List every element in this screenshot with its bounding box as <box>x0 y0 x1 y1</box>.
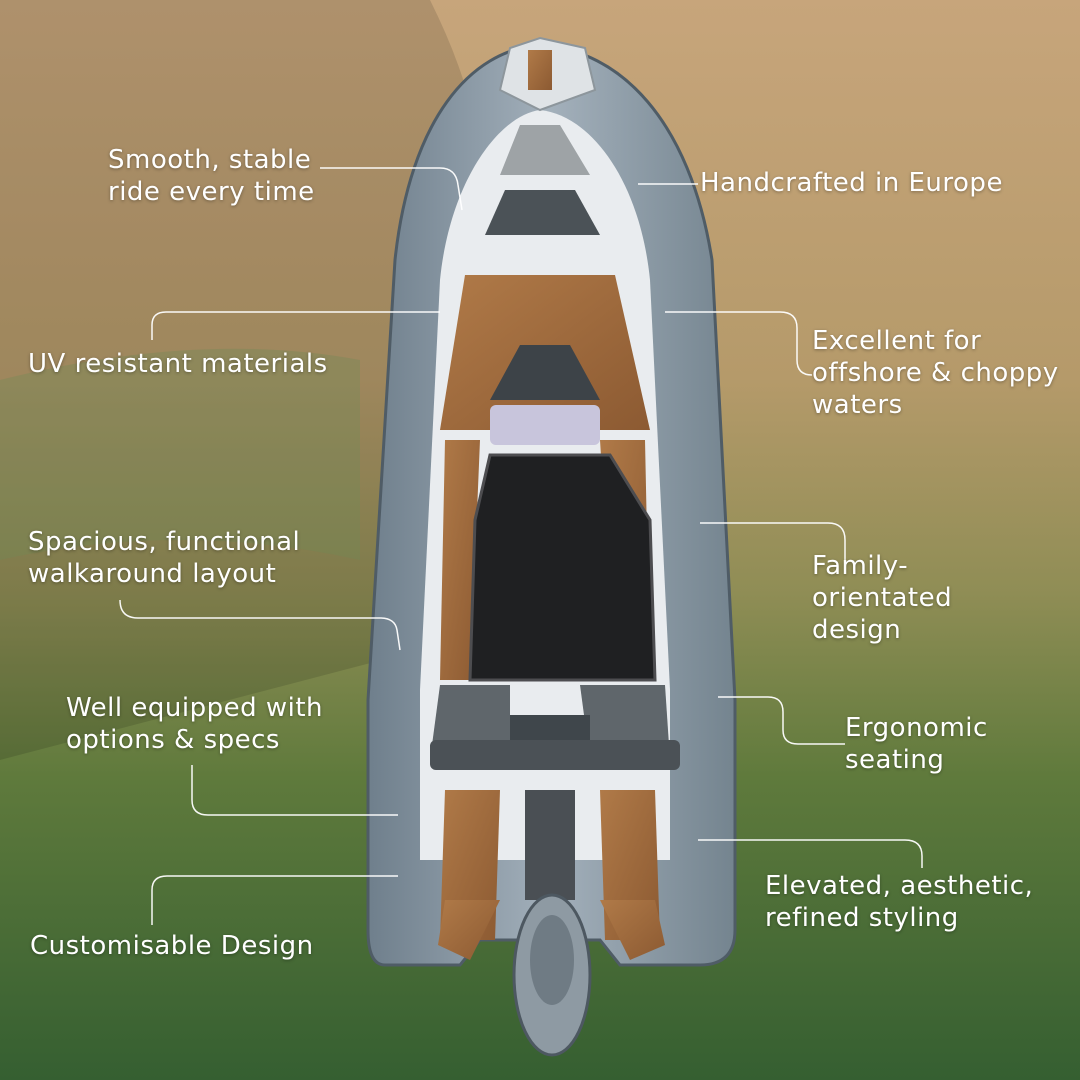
callout-handcrafted-line1: Handcrafted in Europe <box>700 168 1003 198</box>
leader-seating <box>718 696 845 745</box>
leader-ride <box>320 167 463 211</box>
sunbed-pad <box>468 453 657 682</box>
console-glass <box>490 405 600 445</box>
callout-styling-line1: Elevated, aesthetic, <box>765 871 1034 901</box>
callout-family-line1: Family- <box>812 551 909 581</box>
callout-handcrafted: Handcrafted in Europe <box>700 167 1003 199</box>
leader-equipped <box>191 765 398 816</box>
motor-mount <box>525 790 575 900</box>
callout-equipped-line2: options & specs <box>66 725 280 755</box>
callout-family-line3: design <box>812 615 902 645</box>
callout-smooth-ride-line2: ride every time <box>108 177 315 207</box>
outboard-cap <box>530 915 574 1005</box>
bow-teak-pad <box>528 50 552 90</box>
shadow-area <box>0 0 480 760</box>
callout-layout-line2: walkaround layout <box>28 559 277 589</box>
callout-layout-line1: Spacious, functional <box>28 527 301 557</box>
callout-smooth-ride: Smooth, stable ride every time <box>108 144 315 208</box>
teak-step-left <box>438 900 500 960</box>
callout-family: Family- orientated design <box>812 550 952 646</box>
callout-family-line2: orientated <box>812 583 953 613</box>
console <box>490 345 600 400</box>
leader-styling <box>698 839 923 868</box>
water-edge <box>0 348 360 560</box>
callout-seating-line1: Ergonomic <box>845 713 988 743</box>
leader-custom <box>151 875 398 925</box>
callout-custom: Customisable Design <box>30 930 314 962</box>
teak-deck-left <box>440 440 480 680</box>
callout-offshore: Excellent for offshore & choppy waters <box>812 325 1059 421</box>
callout-layout: Spacious, functional walkaround layout <box>28 526 300 590</box>
callout-equipped-line1: Well equipped with <box>66 693 324 723</box>
callout-custom-line1: Customisable Design <box>30 931 314 961</box>
callout-styling-line2: refined styling <box>765 903 959 933</box>
callout-offshore-line2: offshore & choppy <box>812 358 1059 388</box>
bow-cushion-2 <box>485 190 600 235</box>
callout-uv-resistant: UV resistant materials <box>28 348 328 380</box>
callout-seating-line2: seating <box>845 745 945 775</box>
teak-step-right <box>600 900 665 960</box>
leader-layout <box>119 599 401 651</box>
callout-offshore-line3: waters <box>812 390 903 420</box>
callout-styling: Elevated, aesthetic, refined styling <box>765 870 1033 934</box>
leader-offshore <box>665 311 813 376</box>
leader-uv <box>151 311 440 340</box>
bow-cushion <box>500 125 590 175</box>
callout-uv-resistant-line1: UV resistant materials <box>28 349 328 379</box>
callout-seating: Ergonomic seating <box>845 712 988 776</box>
callout-smooth-ride-line1: Smooth, stable <box>108 145 312 175</box>
callout-offshore-line1: Excellent for <box>812 326 982 356</box>
callout-equipped: Well equipped with options & specs <box>66 692 323 756</box>
leader-family <box>700 522 846 560</box>
seat-backrest <box>430 740 680 770</box>
